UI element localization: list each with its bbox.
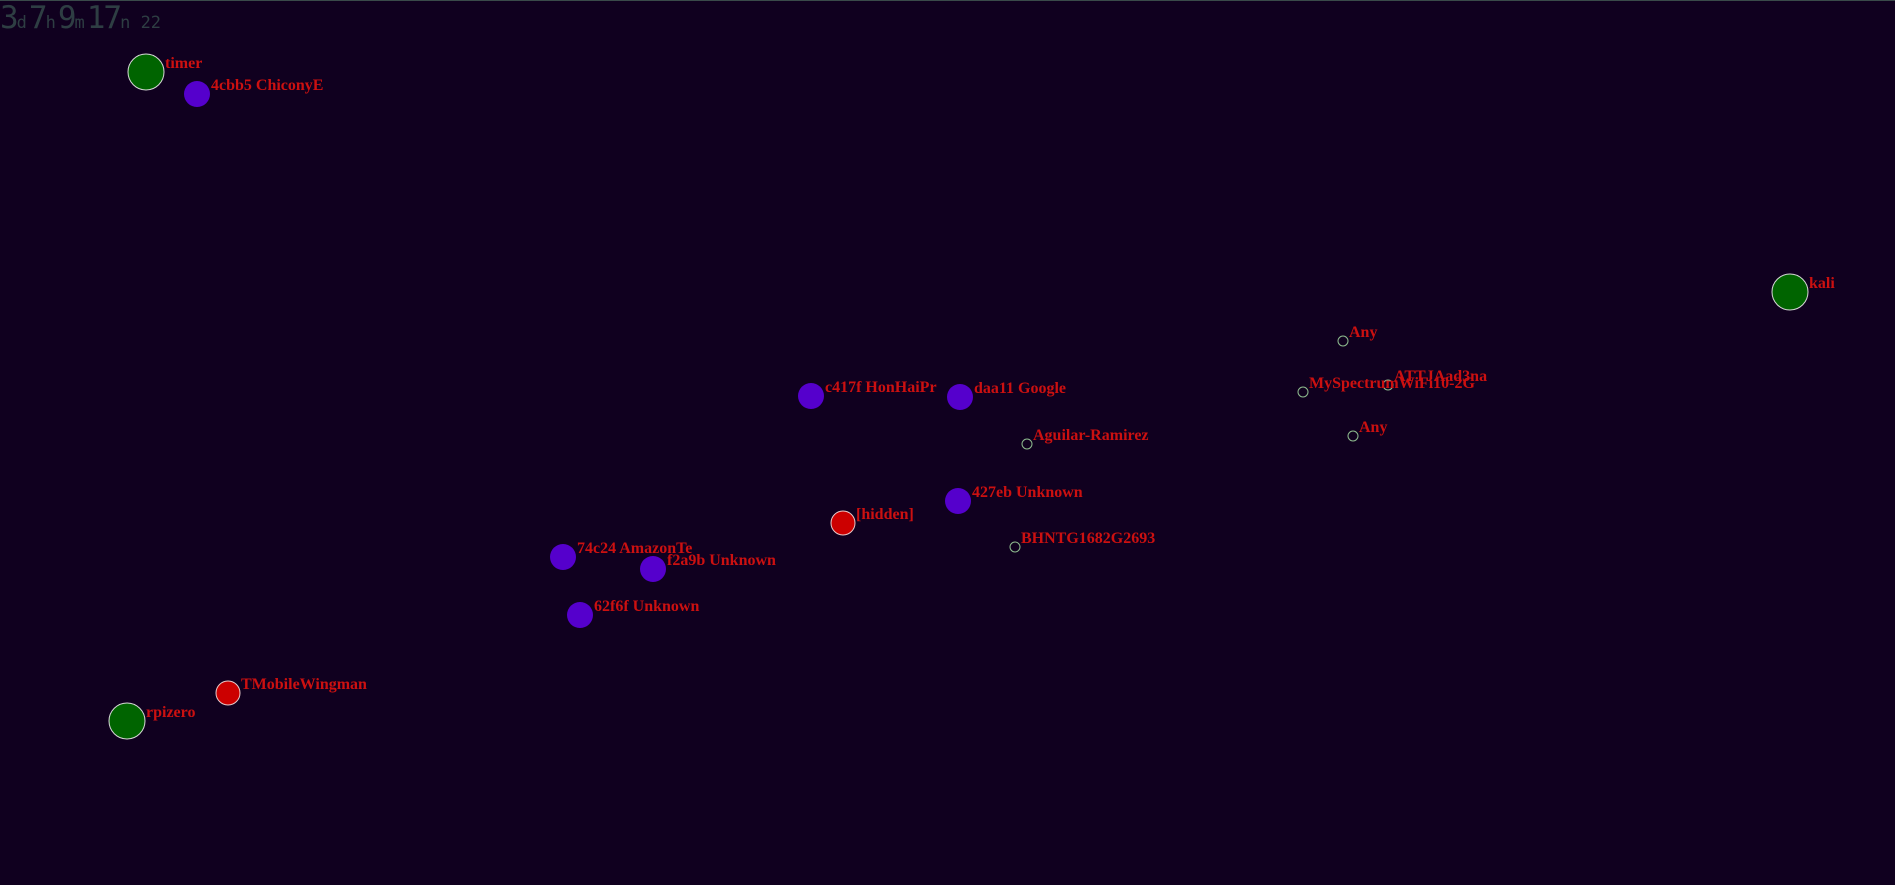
clock-minutes: 9: [57, 0, 77, 36]
graph-node-client[interactable]: 4cbb5 ChiconyE: [184, 77, 323, 107]
node-circle[interactable]: [1337, 335, 1349, 347]
node-circle[interactable]: [1347, 430, 1359, 442]
clock-run-label: n 22: [120, 13, 162, 33]
node-circle[interactable]: [567, 602, 593, 628]
clock-hours-unit: h: [45, 13, 56, 33]
node-label: [hidden]: [856, 506, 914, 523]
graph-node-ap[interactable]: MySpectrumWiFi10-2G: [1297, 375, 1475, 398]
graph-node-client[interactable]: 427eb Unknown: [945, 484, 1083, 514]
uptime-clock: 3d7h9m17n 22: [0, 3, 163, 34]
clock-hours: 7: [28, 0, 48, 36]
node-label: MySpectrumWiFi10-2G: [1309, 375, 1475, 392]
node-circle[interactable]: [640, 556, 666, 582]
node-circle[interactable]: [108, 702, 146, 740]
node-label: rpizero: [146, 704, 195, 721]
node-circle[interactable]: [1382, 379, 1394, 391]
node-circle[interactable]: [1009, 541, 1021, 553]
node-label: timer: [165, 55, 202, 72]
clock-days: 3: [0, 0, 19, 36]
node-circle[interactable]: [1297, 386, 1309, 398]
node-circle[interactable]: [1771, 273, 1809, 311]
node-circle[interactable]: [1021, 438, 1033, 450]
graph-node-ap[interactable]: ATTJAad3na: [1382, 368, 1487, 391]
graph-node-client[interactable]: c417f HonHaiPr: [798, 379, 937, 409]
node-label: Aguilar-Ramirez: [1033, 427, 1149, 444]
graph-node-ap[interactable]: BHNTG1682G2693: [1009, 530, 1155, 553]
graph-node-ap[interactable]: Any: [1337, 324, 1377, 347]
node-label: TMobileWingman: [241, 676, 367, 693]
node-label: kali: [1809, 275, 1835, 292]
clock-days-unit: d: [16, 13, 27, 33]
graph-node-ap[interactable]: Any: [1347, 419, 1387, 442]
node-label: daa11 Google: [974, 380, 1066, 397]
node-label: f2a9b Unknown: [667, 552, 776, 569]
node-label: BHNTG1682G2693: [1021, 530, 1155, 547]
node-circle[interactable]: [830, 510, 856, 536]
node-circle[interactable]: [550, 544, 576, 570]
node-circle[interactable]: [798, 383, 824, 409]
node-label: 4cbb5 ChiconyE: [211, 77, 323, 94]
clock-seconds: 17: [86, 0, 122, 36]
node-label: Any: [1359, 419, 1387, 436]
node-circle[interactable]: [947, 384, 973, 410]
node-circle[interactable]: [184, 81, 210, 107]
graph-node-ap[interactable]: Aguilar-Ramirez: [1021, 427, 1149, 450]
node-circle[interactable]: [945, 488, 971, 514]
graph-node-client[interactable]: f2a9b Unknown: [640, 552, 776, 582]
graph-node-host[interactable]: rpizero: [108, 702, 195, 740]
graph-node-host[interactable]: kali: [1771, 273, 1835, 311]
node-label: Any: [1349, 324, 1377, 341]
node-circle[interactable]: [127, 53, 165, 91]
node-label: ATTJAad3na: [1394, 368, 1487, 385]
graph-node-alert[interactable]: [hidden]: [830, 506, 914, 536]
clock-minutes-unit: m: [74, 13, 85, 33]
graph-node-host[interactable]: timer: [127, 53, 202, 91]
node-label: 74c24 AmazonTe: [577, 540, 692, 557]
graph-node-client[interactable]: daa11 Google: [947, 380, 1066, 410]
node-label: 427eb Unknown: [972, 484, 1083, 501]
graph-node-client[interactable]: 74c24 AmazonTe: [550, 540, 692, 570]
graph-node-alert[interactable]: TMobileWingman: [215, 676, 367, 706]
graph-node-client[interactable]: 62f6f Unknown: [567, 598, 699, 628]
node-label: c417f HonHaiPr: [825, 379, 937, 396]
top-border: [0, 0, 1895, 1]
node-circle[interactable]: [215, 680, 241, 706]
node-label: 62f6f Unknown: [594, 598, 699, 615]
